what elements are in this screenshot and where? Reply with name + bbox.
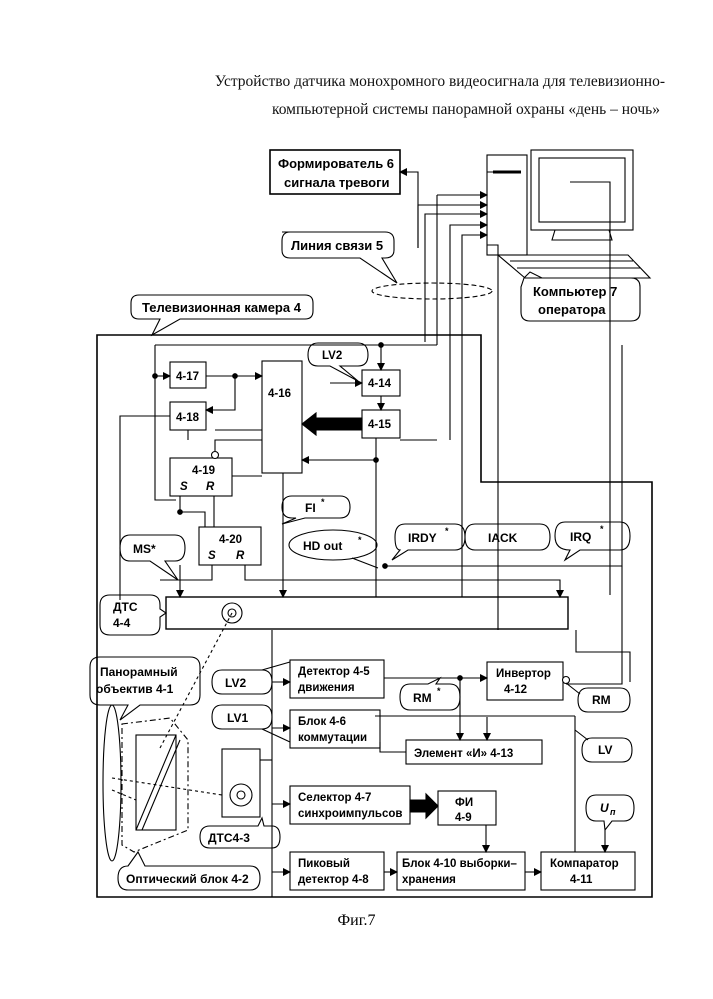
dts44-label-1: ДТС	[113, 600, 138, 614]
dts43-label: ДТС4-3	[208, 831, 250, 845]
lv2-top-label: LV2	[322, 350, 342, 362]
un-label: U	[600, 801, 609, 815]
irdy-label: IRDY	[408, 531, 437, 545]
inv412-label-2: 4-12	[504, 684, 527, 696]
blk46-label-1: Блок 4-6	[298, 716, 346, 728]
lv-label: LV	[598, 743, 612, 757]
thick-arrow-4-7-to-4-9	[410, 794, 438, 818]
comp411-label-1: Компаратор	[550, 858, 619, 870]
fi-star: *	[321, 497, 325, 507]
block-4-18-label: 4-18	[176, 412, 200, 424]
lv2-top-callout	[308, 343, 368, 381]
un-sub: п	[610, 807, 616, 817]
block-4-20-s: S	[208, 550, 216, 562]
and413-label: Элемент «И» 4-13	[414, 748, 513, 760]
iack-label: IACK	[488, 531, 518, 545]
operator-pc-label-2: оператора	[538, 302, 606, 317]
computer-icon	[487, 150, 650, 278]
comm-line-dashed-ellipse	[372, 283, 492, 299]
sh410-label-1: Блок 4-10 выборки–	[402, 858, 517, 870]
operator-pc-label-1: Компьютер 7	[533, 284, 617, 299]
dts44-label-2: 4-4	[113, 616, 131, 630]
fi49-label-1: ФИ	[455, 797, 473, 809]
block-4-15-label: 4-15	[368, 419, 392, 431]
peak48-label-1: Пиковый	[298, 858, 350, 870]
rm-label: RM	[592, 693, 611, 707]
sh410-label-2: хранения	[402, 874, 456, 886]
fi-callout	[282, 496, 350, 524]
fi-label: FI	[305, 501, 316, 515]
block-4-19-label: 4-19	[192, 465, 215, 477]
panoramic-lens	[103, 705, 121, 861]
rm-star-label: RM	[413, 691, 432, 705]
block-4-16	[262, 361, 302, 473]
det45-label-2: движения	[298, 682, 355, 694]
camera-label: Телевизионная камера 4	[142, 300, 302, 315]
hd-out-star: *	[358, 535, 362, 545]
block-4-19-s: S	[180, 481, 188, 493]
alarm-former-label-2: сигнала тревоги	[284, 175, 390, 190]
block-4-20-r: R	[236, 550, 245, 562]
sensor-dts-4-3-icon	[222, 749, 260, 817]
hd-out-label: HD out	[303, 539, 342, 553]
ms-label: MS*	[133, 542, 156, 556]
rm-star-star: *	[437, 686, 441, 696]
comm-line-label: Линия связи 5	[291, 238, 383, 253]
block-4-19-r: R	[206, 481, 215, 493]
sel47-label-2: синхроимпульсов	[298, 808, 403, 820]
comp411-label-2: 4-11	[570, 874, 593, 886]
blk46-label-2: коммутации	[298, 732, 367, 744]
irq-callout	[555, 522, 630, 560]
lv2-mid-label: LV2	[225, 676, 246, 690]
thick-arrow-4-15-to-4-16	[302, 413, 362, 435]
pan-lens-label-2: объектив 4-1	[96, 682, 174, 696]
inv412-label-1: Инвертор	[496, 668, 551, 680]
block-4-17-label: 4-17	[176, 371, 199, 383]
optic-block-label: Оптический блок 4-2	[126, 872, 249, 886]
peak48-label-2: детектор 4-8	[298, 874, 369, 886]
block-4-14-label: 4-14	[368, 378, 392, 390]
block-4-16-label: 4-16	[268, 388, 291, 400]
alarm-former-label-1: Формирователь 6	[278, 156, 394, 171]
sel47-label-1: Селектор 4-7	[298, 792, 371, 804]
irq-star: *	[600, 524, 604, 534]
block-4-20-label: 4-20	[219, 534, 242, 546]
pan-lens-label-1: Панорамный	[100, 665, 178, 679]
irdy-star: *	[445, 526, 449, 536]
figure-caption: Фиг.7	[0, 912, 713, 930]
fi49-label-2: 4-9	[455, 812, 472, 824]
irq-label: IRQ	[570, 530, 591, 544]
lv1-label: LV1	[227, 711, 248, 725]
det45-label-1: Детектор 4-5	[298, 666, 370, 678]
